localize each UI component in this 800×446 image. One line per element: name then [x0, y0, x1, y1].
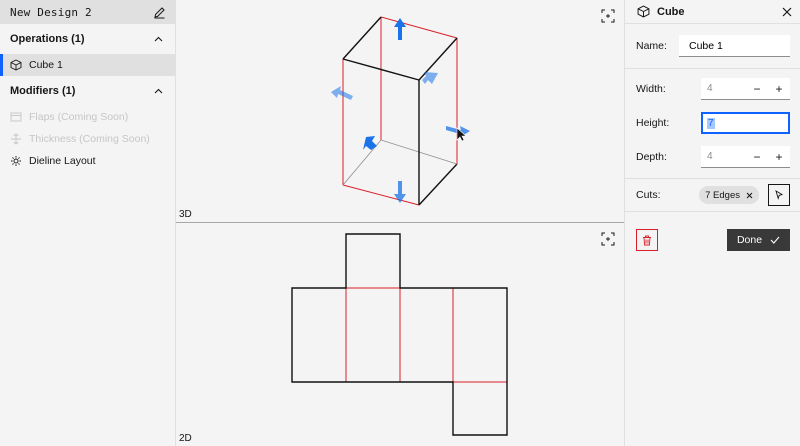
width-value[interactable]: 4: [707, 83, 713, 94]
cuts-tag[interactable]: 7 Edges: [699, 186, 759, 204]
viewport-2d[interactable]: 2D: [176, 223, 624, 446]
viewport-3d[interactable]: 3D: [176, 0, 624, 222]
actions-row: Done: [625, 212, 800, 268]
flaps-icon: [10, 111, 22, 123]
operation-item-cube-1[interactable]: Cube 1: [0, 54, 175, 76]
modifiers-section-header[interactable]: Modifiers (1): [0, 76, 175, 106]
delete-button[interactable]: [636, 229, 658, 251]
select-edges-button[interactable]: [768, 184, 790, 206]
resize-handle-back: [422, 72, 438, 84]
canvas-area: 3D 2D: [176, 0, 624, 446]
depth-value[interactable]: 4: [707, 151, 713, 162]
height-value[interactable]: 7: [707, 117, 715, 129]
design-header: New Design 2: [0, 0, 175, 24]
thickness-icon: [10, 133, 22, 145]
resize-handle-bottom: [394, 181, 406, 203]
panel-title: Cube: [657, 5, 685, 18]
view-label-3d: 3D: [179, 209, 192, 220]
modifiers-heading: Modifiers (1): [10, 85, 76, 97]
left-sidebar: New Design 2 Operations (1) Cube 1 Modif…: [0, 0, 176, 446]
width-label: Width:: [636, 83, 666, 95]
cuts-row: Cuts: 7 Edges: [625, 179, 800, 211]
height-row: Height: 7: [625, 106, 800, 140]
cube-icon: [10, 59, 22, 71]
properties-panel: Cube Name: Width: 4 − + Height: 7 Depth:…: [624, 0, 800, 446]
chevron-up-icon[interactable]: [154, 88, 163, 94]
modifier-item-label: Dieline Layout: [29, 155, 96, 167]
depth-label: Depth:: [636, 151, 667, 163]
divider: [625, 68, 800, 69]
width-row: Width: 4 − +: [625, 72, 800, 106]
width-stepper[interactable]: 4 − +: [701, 78, 790, 100]
close-icon[interactable]: [782, 7, 792, 17]
depth-row: Depth: 4 − +: [625, 140, 800, 174]
minus-icon[interactable]: −: [753, 149, 761, 164]
cuts-tag-label: 7 Edges: [705, 189, 740, 201]
height-label: Height:: [636, 117, 670, 129]
operation-item-label: Cube 1: [29, 59, 63, 71]
divider: [625, 178, 800, 179]
view-divider[interactable]: [176, 222, 624, 223]
trash-icon: [642, 235, 652, 246]
cube-icon: [637, 5, 650, 18]
cuts-label: Cuts:: [636, 189, 661, 201]
depth-stepper[interactable]: 4 − +: [701, 146, 790, 168]
divider: [625, 211, 800, 212]
minus-icon[interactable]: −: [753, 81, 761, 96]
modifier-item-flaps: Flaps (Coming Soon): [0, 106, 175, 128]
close-icon[interactable]: [746, 192, 753, 199]
done-button-label: Done: [736, 234, 763, 246]
operations-heading: Operations (1): [10, 33, 85, 45]
height-input[interactable]: 7: [701, 112, 790, 134]
checkmark-icon: [770, 236, 780, 244]
plus-icon[interactable]: +: [775, 149, 783, 164]
done-button[interactable]: Done: [727, 229, 790, 251]
gear-icon: [10, 155, 22, 167]
fit-view-icon[interactable]: [601, 232, 615, 246]
resize-handle-top: [394, 18, 406, 40]
name-row: Name:: [625, 24, 800, 68]
name-label: Name:: [636, 40, 667, 52]
design-title: New Design 2: [10, 5, 92, 19]
view-label-2d: 2D: [179, 433, 192, 444]
modifier-item-thickness: Thickness (Coming Soon): [0, 128, 175, 150]
dieline-2d-render[interactable]: [176, 223, 624, 446]
resize-handle-left: [331, 86, 353, 100]
cursor-icon: [774, 190, 784, 200]
resize-handle-front: [363, 136, 377, 150]
chevron-up-icon[interactable]: [154, 36, 163, 42]
panel-header: Cube: [625, 0, 800, 24]
modifier-item-label: Thickness (Coming Soon): [29, 133, 150, 145]
name-input[interactable]: [679, 35, 790, 57]
fit-view-icon[interactable]: [601, 9, 615, 23]
modifier-item-dieline-layout[interactable]: Dieline Layout: [0, 150, 175, 172]
operations-section-header[interactable]: Operations (1): [0, 24, 175, 54]
edit-icon[interactable]: [153, 6, 166, 19]
cube-3d-render[interactable]: [176, 0, 624, 222]
modifier-item-label: Flaps (Coming Soon): [29, 111, 129, 123]
plus-icon[interactable]: +: [775, 81, 783, 96]
